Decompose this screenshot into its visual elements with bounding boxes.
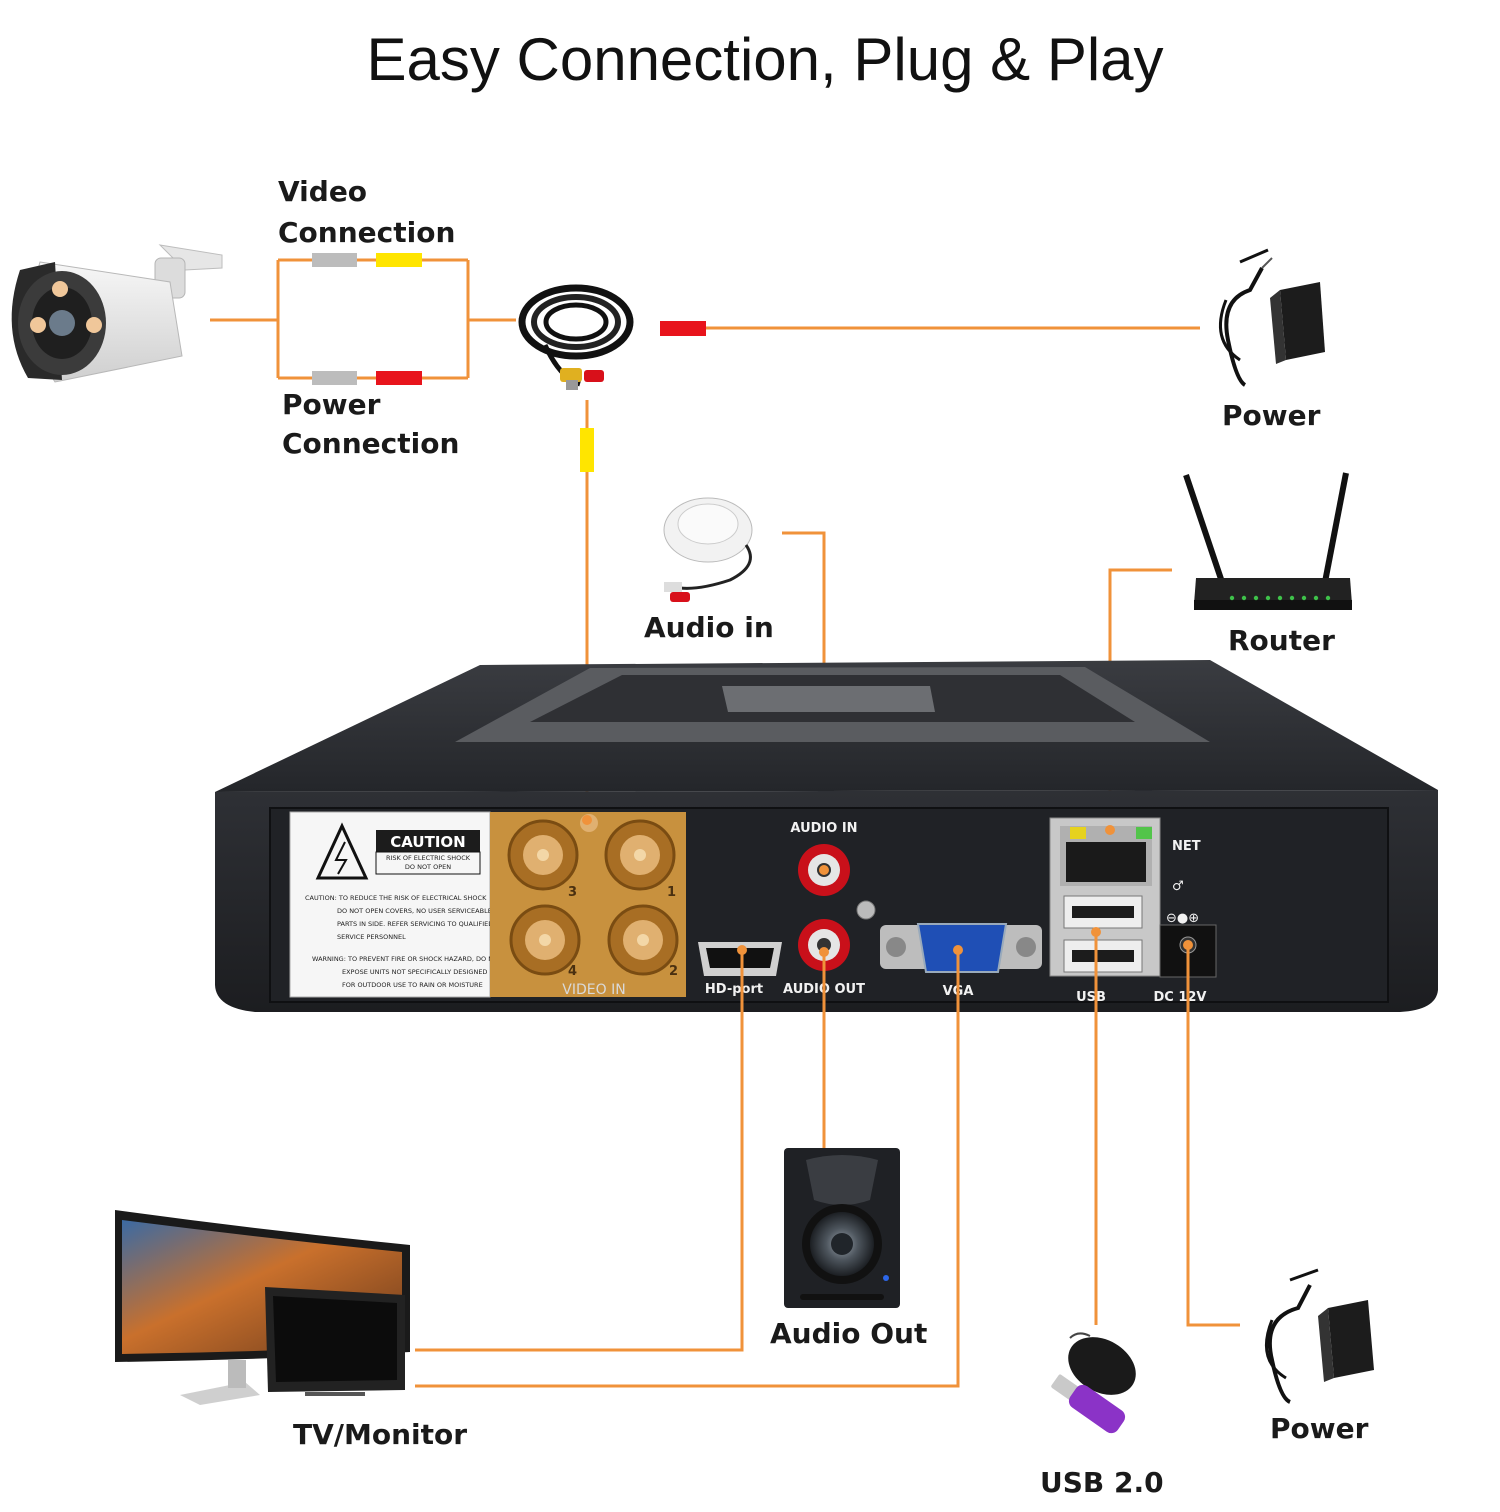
caution-text: CAUTION bbox=[390, 833, 465, 851]
power-adapter-icon bbox=[1264, 1268, 1374, 1404]
hd-port-label: HD-port bbox=[705, 982, 763, 997]
vga-wire bbox=[415, 950, 960, 1388]
svg-text:⊖●⊕: ⊖●⊕ bbox=[1166, 911, 1199, 926]
page-title: Easy Connection, Plug & Play bbox=[366, 26, 1163, 93]
power-bottom-label: Power bbox=[1270, 1412, 1369, 1445]
channel-4-label: 4 bbox=[568, 964, 577, 979]
power-top-label: Power bbox=[1222, 399, 1321, 432]
usb-drive-icon bbox=[1051, 1374, 1126, 1434]
svg-text:Connection: Connection bbox=[278, 216, 455, 249]
svg-text:♂: ♂ bbox=[1172, 879, 1184, 894]
camera-icon bbox=[11, 244, 223, 383]
hdmi-wire bbox=[415, 950, 744, 1352]
video-connection-label: Video Connection bbox=[278, 175, 455, 249]
video-in-port-label: VIDEO IN bbox=[562, 982, 625, 998]
channel-1-label: 1 bbox=[667, 885, 676, 900]
net-port-label: NET bbox=[1172, 839, 1201, 854]
svg-text:WARNING: TO PREVENT FIRE OR SH: WARNING: TO PREVENT FIRE OR SHOCK HAZARD… bbox=[312, 955, 502, 963]
dc-12v-label: DC 12V bbox=[1153, 990, 1206, 1005]
net-usb-panel: NET USB bbox=[1049, 817, 1201, 1005]
camera-split-wire bbox=[210, 253, 516, 385]
svg-text:Connection: Connection bbox=[282, 427, 459, 460]
svg-text:RISK OF ELECTRIC SHOCK: RISK OF ELECTRIC SHOCK bbox=[386, 854, 471, 862]
router-icon bbox=[1183, 472, 1352, 610]
cable-icon bbox=[518, 284, 634, 390]
power-adapter-icon bbox=[1218, 248, 1325, 387]
svg-text:CAUTION: TO REDUCE THE RISK OF: CAUTION: TO REDUCE THE RISK OF ELECTRICA… bbox=[305, 894, 487, 902]
audio-in-label: Audio in bbox=[644, 611, 774, 644]
usb-port-label: USB bbox=[1076, 990, 1106, 1005]
audio-out-label: Audio Out bbox=[770, 1317, 927, 1350]
power-wire-top bbox=[660, 321, 1200, 336]
video-in-panel: 3 1 4 2 VIDEO IN bbox=[490, 812, 686, 998]
speaker-icon bbox=[784, 1148, 900, 1308]
tv-monitor-label: TV/Monitor bbox=[293, 1418, 467, 1451]
svg-text:Power: Power bbox=[282, 388, 381, 421]
ground-screw bbox=[856, 900, 876, 920]
mouse-icon bbox=[1068, 1332, 1136, 1395]
audio-in-port-label: AUDIO IN bbox=[790, 821, 857, 836]
channel-3-label: 3 bbox=[568, 885, 577, 900]
warning-label: CAUTION RISK OF ELECTRIC SHOCK DO NOT OP… bbox=[289, 811, 502, 998]
hdmi-port: HD-port bbox=[698, 942, 782, 997]
svg-text:EXPOSE UNITS NOT SPECIFICALLY: EXPOSE UNITS NOT SPECIFICALLY DESIGNED bbox=[342, 968, 487, 976]
svg-text:PARTS IN SIDE. REFER SERVICING: PARTS IN SIDE. REFER SERVICING TO QUALIF… bbox=[337, 920, 493, 928]
svg-text:SERVICE PERSONNEL: SERVICE PERSONNEL bbox=[337, 933, 406, 941]
microphone-icon bbox=[663, 497, 753, 602]
svg-text:DO NOT OPEN: DO NOT OPEN bbox=[405, 863, 451, 871]
power-connection-label: Power Connection bbox=[282, 388, 459, 460]
svg-text:FOR OUTDOOR USE TO RAIN OR MOI: FOR OUTDOOR USE TO RAIN OR MOISTURE bbox=[342, 981, 483, 989]
usb-20-label: USB 2.0 bbox=[1040, 1466, 1164, 1499]
power-wire-bottom bbox=[1186, 945, 1240, 1327]
svg-text:DO NOT OPEN COVERS, NO USER SE: DO NOT OPEN COVERS, NO USER SERVICEABLE bbox=[337, 907, 492, 915]
channel-2-label: 2 bbox=[669, 964, 678, 979]
router-label: Router bbox=[1228, 624, 1335, 657]
monitor-icon bbox=[115, 1210, 410, 1405]
svg-text:Video: Video bbox=[278, 175, 367, 208]
